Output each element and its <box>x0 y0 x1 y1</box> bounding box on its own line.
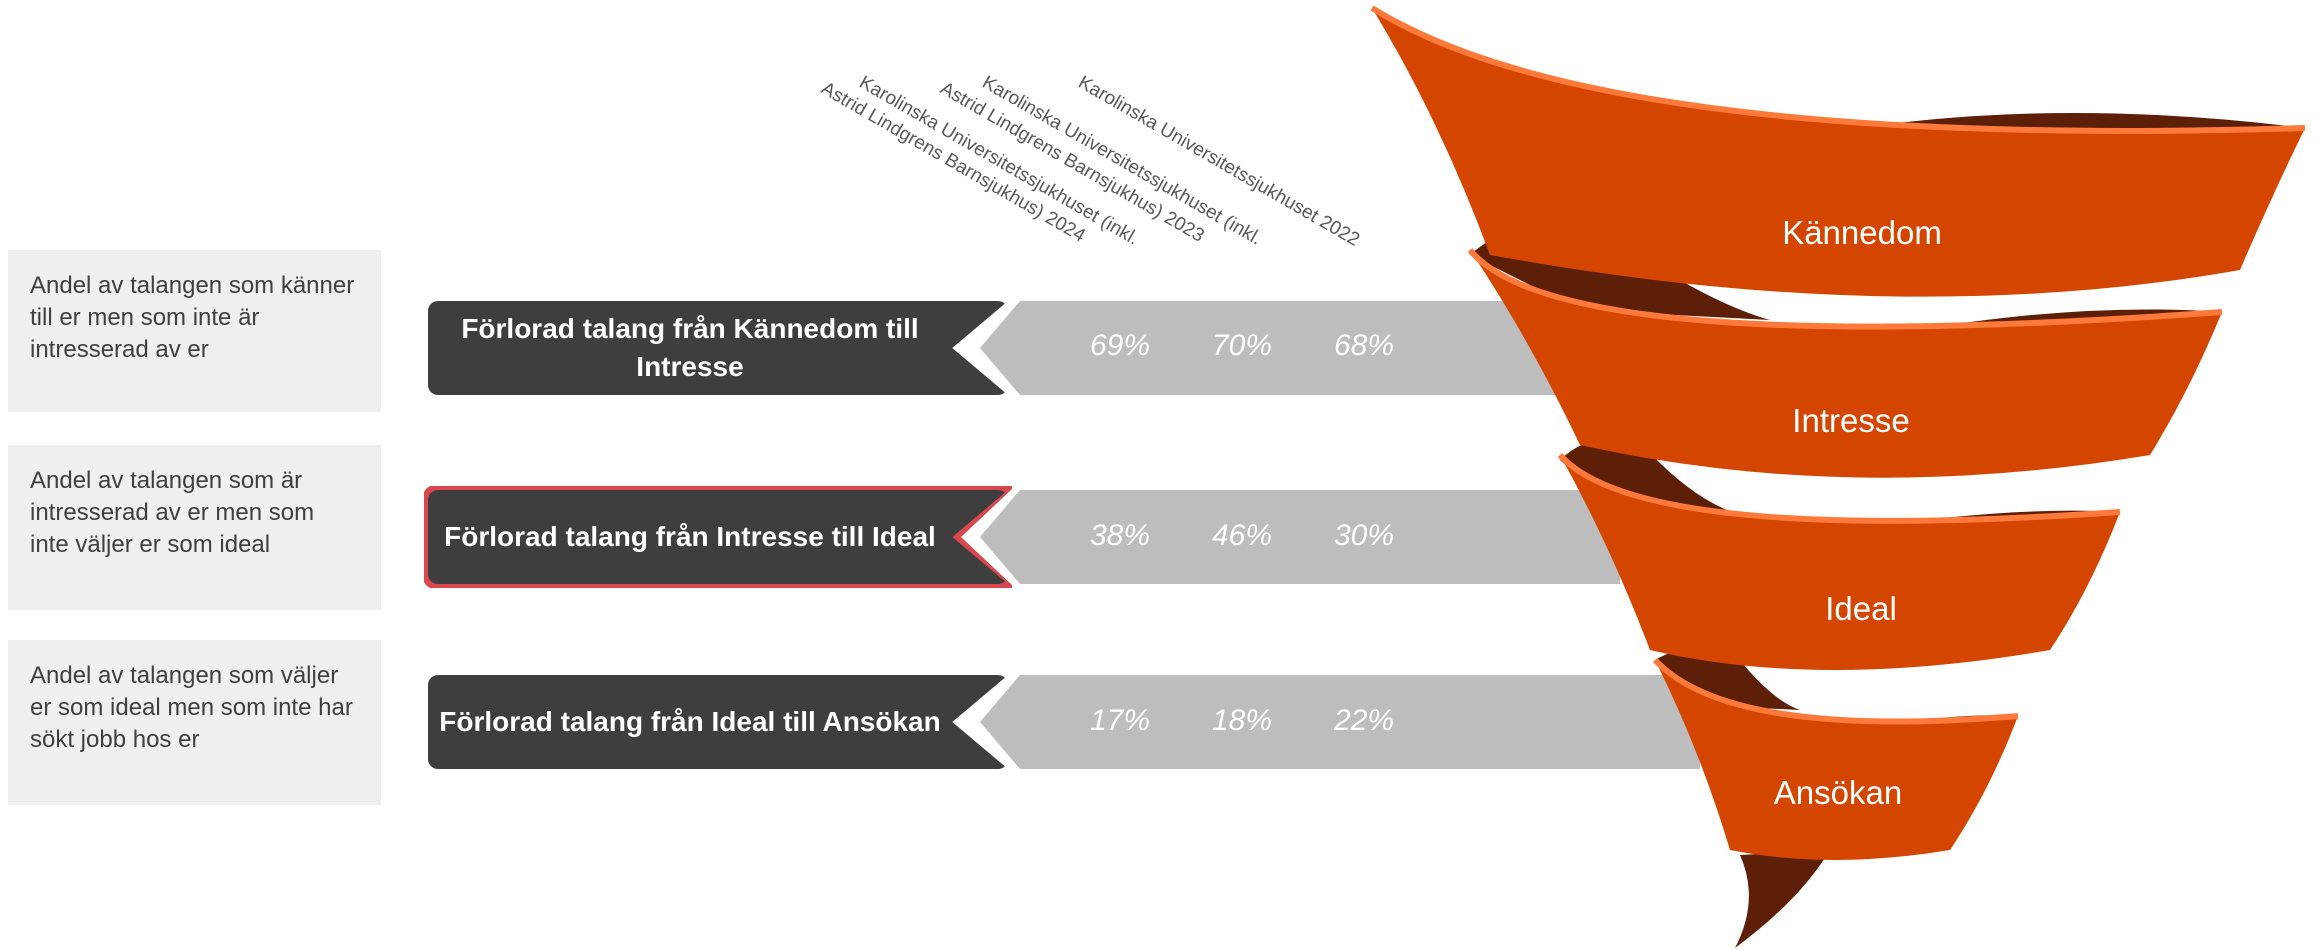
value-2022: 30% <box>1333 519 1395 552</box>
row-label: Förlorad talang från Ideal till Ansökan <box>428 675 1008 769</box>
funnel-rim <box>1467 248 2223 330</box>
value-2024: 38% <box>1089 519 1151 552</box>
value-2022: 22% <box>1333 704 1395 737</box>
funnel-tail <box>1735 850 1830 948</box>
funnel-rim <box>1370 5 2306 134</box>
row-label-highlighted: Förlorad talang från Intresse till Ideal <box>428 490 1008 584</box>
value-2022: 68% <box>1333 329 1395 362</box>
row-description: Andel av talangen som känner till er men… <box>8 250 381 412</box>
funnel-stage-label: Kännedom <box>1782 214 1942 251</box>
value-2023: 70% <box>1211 329 1273 362</box>
value-2024: 69% <box>1089 329 1151 362</box>
funnel-stage-label: Intresse <box>1792 402 1909 439</box>
funnel-band-intresse <box>1470 250 2222 478</box>
highlight-border <box>424 486 1012 588</box>
values-band <box>980 301 1580 395</box>
value-2024: 17% <box>1089 704 1151 737</box>
value-2023: 46% <box>1211 519 1273 552</box>
funnel-band-ideal <box>1560 455 2120 670</box>
values-band <box>980 490 1620 584</box>
funnel-rim <box>1557 453 2121 524</box>
row-label: Förlorad talang från Kännedom till Intre… <box>428 301 1008 395</box>
funnel-stage-label: Ansökan <box>1774 774 1902 811</box>
row-description: Andel av talangen som är intresserad av … <box>8 445 381 610</box>
row-description: Andel av talangen som väljer er som idea… <box>8 640 381 805</box>
funnel-rim <box>1652 657 2019 725</box>
value-2023: 18% <box>1211 704 1273 737</box>
funnel-band-kannedom <box>1372 8 2305 297</box>
funnel-stage-label: Ideal <box>1825 590 1897 627</box>
values-band <box>980 675 1700 769</box>
funnel-band-ansokan <box>1655 660 2018 860</box>
